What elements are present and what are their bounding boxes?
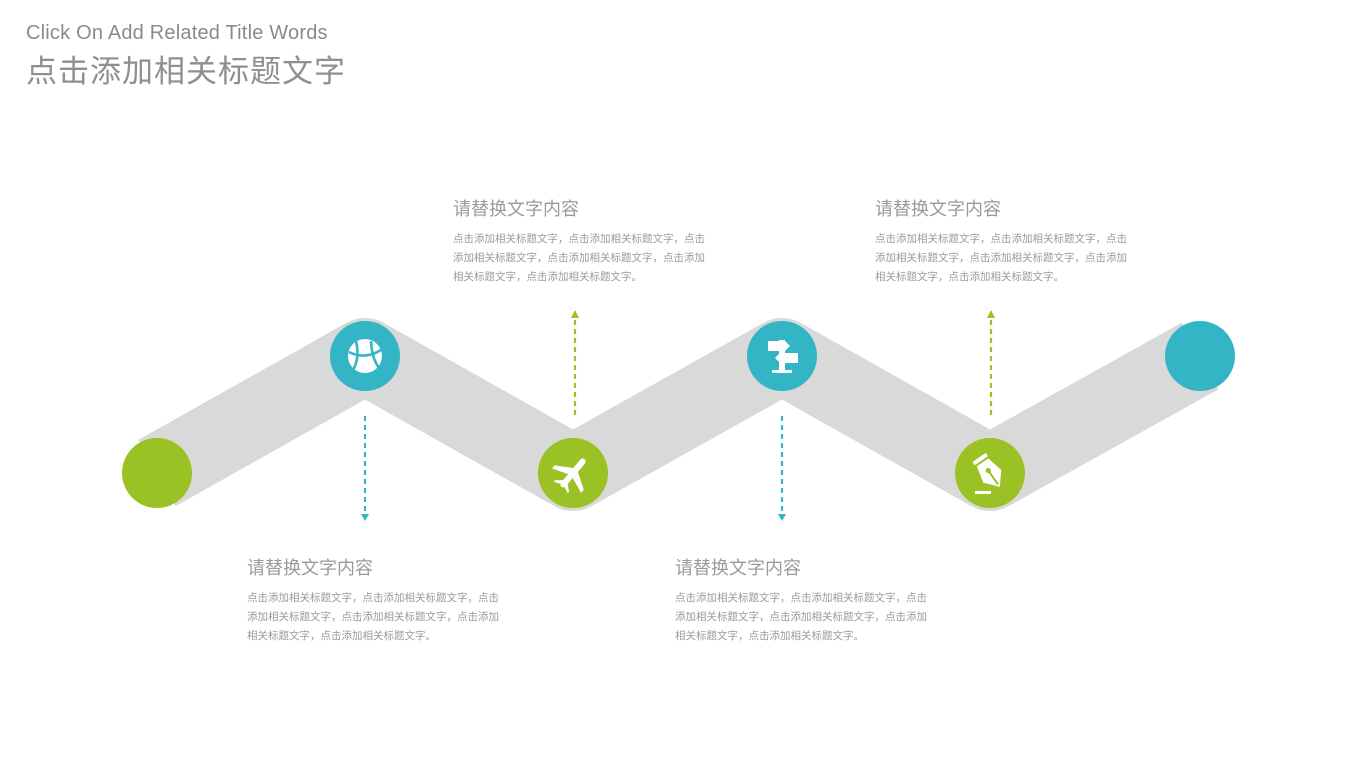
header-title-cn: 点击添加相关标题文字 [26,54,346,90]
text-block-4: 请替换文字内容 点击添加相关标题文字，点击添加相关标题文字，点击添加相关标题文字… [875,199,1137,287]
text-block-3: 请替换文字内容 点击添加相关标题文字，点击添加相关标题文字，点击添加相关标题文字… [675,558,937,646]
block-title: 请替换文字内容 [453,199,579,220]
connector-4 [987,310,995,415]
node-start [122,438,192,508]
block-title: 请替换文字内容 [247,558,373,579]
connector-1 [361,416,369,521]
signpost-icon [768,340,798,373]
node-1 [330,321,400,391]
connector-3 [778,416,786,521]
node-2 [538,438,608,508]
header-title-en: Click On Add Related Title Words [26,22,328,44]
block-body: 点击添加相关标题文字，点击添加相关标题文字，点击添加相关标题文字，点击添加相关标… [247,592,499,642]
node-4 [955,438,1025,508]
airplane-icon [552,458,586,494]
block-title: 请替换文字内容 [675,558,801,579]
zigzag-band [138,318,1219,511]
block-body: 点击添加相关标题文字，点击添加相关标题文字，点击添加相关标题文字，点击添加相关标… [453,233,705,283]
pen-nib-icon [972,452,1002,487]
block-body: 点击添加相关标题文字，点击添加相关标题文字，点击添加相关标题文字，点击添加相关标… [675,592,927,642]
block-title: 请替换文字内容 [875,199,1001,220]
text-block-1: 请替换文字内容 点击添加相关标题文字，点击添加相关标题文字，点击添加相关标题文字… [247,558,509,646]
connector-2 [571,310,579,415]
basketball-icon [348,339,382,373]
node-3 [747,321,817,391]
block-body: 点击添加相关标题文字，点击添加相关标题文字，点击添加相关标题文字，点击添加相关标… [875,233,1127,283]
text-block-2: 请替换文字内容 点击添加相关标题文字，点击添加相关标题文字，点击添加相关标题文字… [453,199,715,287]
node-end [1165,321,1235,391]
